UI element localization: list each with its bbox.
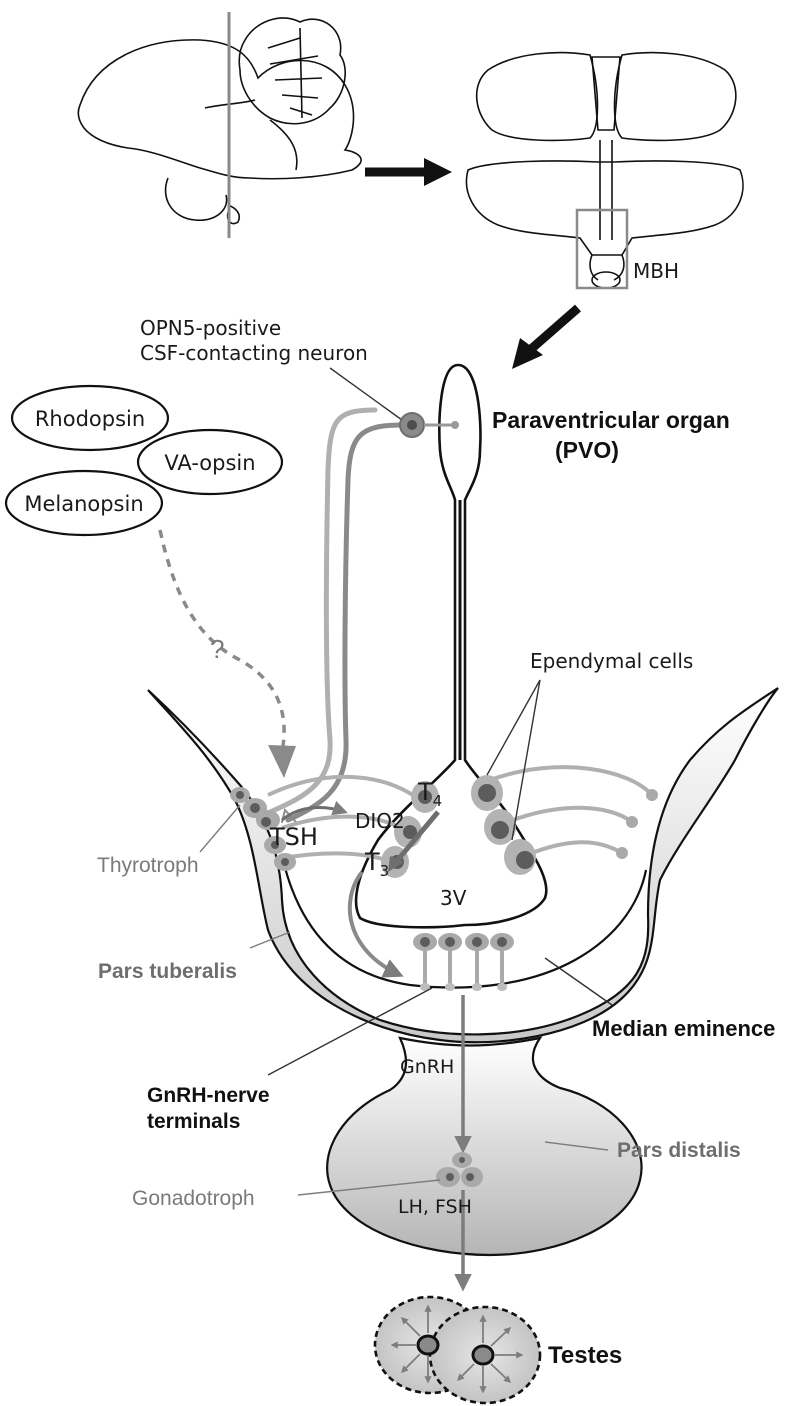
median-eminence-leader <box>545 958 612 1005</box>
gnrh-nerve-terminals <box>425 950 502 985</box>
question-mark: ? <box>210 634 224 664</box>
pars-distalis-label: Pars distalis <box>617 1139 741 1162</box>
thyrotroph-label: Thyrotroph <box>97 854 199 877</box>
testes-label: Testes <box>548 1342 622 1369</box>
coronal-section <box>466 53 743 288</box>
gnrh-label: GnRH <box>400 1056 454 1078</box>
va-opsin-label: VA-opsin <box>164 451 255 475</box>
arrow-to-section <box>365 158 452 186</box>
opn5-label-line2: CSF-contacting neuron <box>140 341 368 365</box>
pars-distalis <box>327 1038 641 1255</box>
opn5-neuron-nucleus <box>407 420 417 430</box>
arrow-to-detail <box>512 308 578 369</box>
pars-tuberalis-label: Pars tuberalis <box>98 960 237 983</box>
opn5-dendrite-tip <box>451 421 459 429</box>
gnrh-terminals-label-line2: terminals <box>147 1110 240 1133</box>
mbh-label: MBH <box>633 259 679 283</box>
gnrh-terminals-label-line1: GnRH-nerve <box>147 1084 270 1107</box>
gonadotroph-label: Gonadotroph <box>132 1187 255 1210</box>
gnrh-terminal-cells <box>413 933 514 991</box>
ependymal-label: Ependymal cells <box>530 649 693 673</box>
median-eminence-label: Median eminence <box>592 1016 775 1041</box>
melanopsin-label: Melanopsin <box>24 492 143 516</box>
rhodopsin-label: Rhodopsin <box>35 407 145 431</box>
dio2-label: DIO2 <box>355 809 405 833</box>
sagittal-brain <box>78 18 361 223</box>
pvo-label-line2: (PVO) <box>555 437 619 463</box>
pvo-label-line1: Paraventricular organ <box>492 407 730 433</box>
opn5-label-line1: OPN5-positive <box>140 316 281 340</box>
lh-fsh-label: LH, FSH <box>398 1196 472 1218</box>
third-ventricle-label: 3V <box>440 886 467 910</box>
tsh-label: TSH <box>269 823 318 851</box>
thyrotroph-leader <box>200 805 240 852</box>
unknown-pathway-arrowhead <box>268 745 296 778</box>
testes <box>375 1297 540 1403</box>
